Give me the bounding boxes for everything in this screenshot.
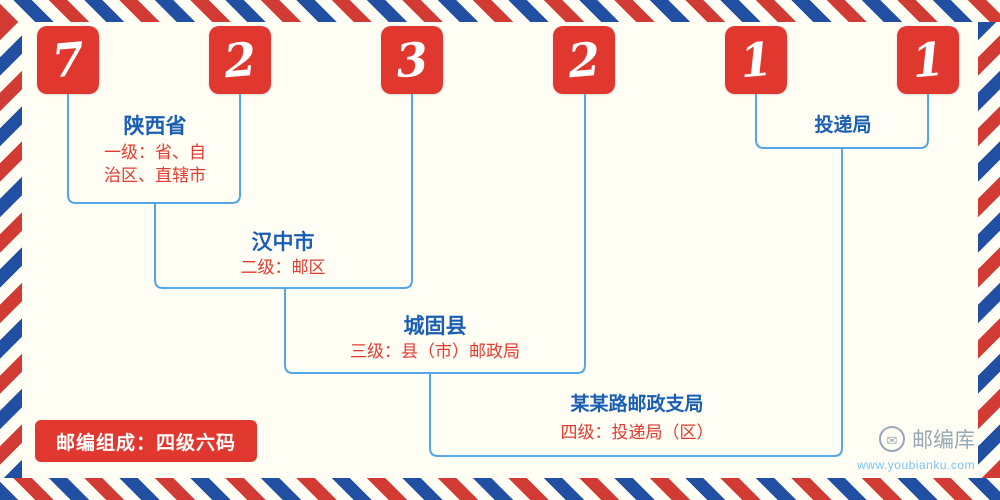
airmail-border-right bbox=[978, 22, 1000, 478]
level3-description-line1: 三级：县（市）邮政局 bbox=[350, 342, 520, 361]
level3-region-name: 城固县 bbox=[403, 315, 467, 338]
level2-description-line1: 二级：邮区 bbox=[240, 258, 326, 277]
level3-description: 三级：县（市）邮政局 bbox=[350, 340, 520, 363]
level4-description: 四级：投递局（区） bbox=[561, 421, 714, 444]
envelope-in-circle-icon: ✉ bbox=[879, 426, 905, 452]
digit-3: 3 bbox=[393, 31, 431, 89]
youbianku-logo-title: 邮编库 bbox=[912, 429, 975, 452]
youbianku-logo: ✉ 邮编库 www.youbianku.com bbox=[857, 424, 975, 472]
delivery-office-label: 投递局 bbox=[814, 115, 872, 136]
digit-6: 1 bbox=[909, 31, 947, 89]
digit-box-1: 7 bbox=[37, 26, 99, 94]
digit-5: 1 bbox=[737, 31, 775, 89]
digit-box-5: 1 bbox=[725, 26, 787, 94]
digit-box-4: 2 bbox=[553, 26, 615, 94]
digit-box-6: 1 bbox=[897, 26, 959, 94]
digit-1: 7 bbox=[49, 31, 87, 89]
digit-box-2: 2 bbox=[209, 26, 271, 94]
level2-region-name: 汉中市 bbox=[251, 231, 315, 254]
youbianku-url: www.youbianku.com bbox=[857, 458, 975, 472]
airmail-border-top bbox=[0, 0, 1000, 22]
digit-4: 2 bbox=[565, 31, 603, 89]
level1-region-name: 陕西省 bbox=[123, 115, 187, 138]
level1-description: 一级：省、自 治区、直辖市 bbox=[104, 141, 206, 187]
level2-description: 二级：邮区 bbox=[241, 256, 326, 279]
level4-description-line1: 四级：投递局（区） bbox=[560, 423, 714, 442]
level1-description-line2: 治区、直辖市 bbox=[104, 166, 206, 185]
digit-2: 2 bbox=[221, 31, 259, 89]
youbianku-logo-row: ✉ 邮编库 bbox=[857, 424, 975, 454]
digit-box-3: 3 bbox=[381, 26, 443, 94]
level1-description-line1: 一级：省、自 bbox=[104, 143, 206, 162]
composition-badge-text: 邮编组成：四级六码 bbox=[55, 432, 236, 454]
level4-region-name: 某某路邮政支局 bbox=[570, 394, 704, 415]
airmail-border-bottom bbox=[0, 478, 1000, 500]
composition-badge: 邮编组成：四级六码 bbox=[35, 420, 257, 462]
airmail-border-left bbox=[0, 22, 22, 478]
